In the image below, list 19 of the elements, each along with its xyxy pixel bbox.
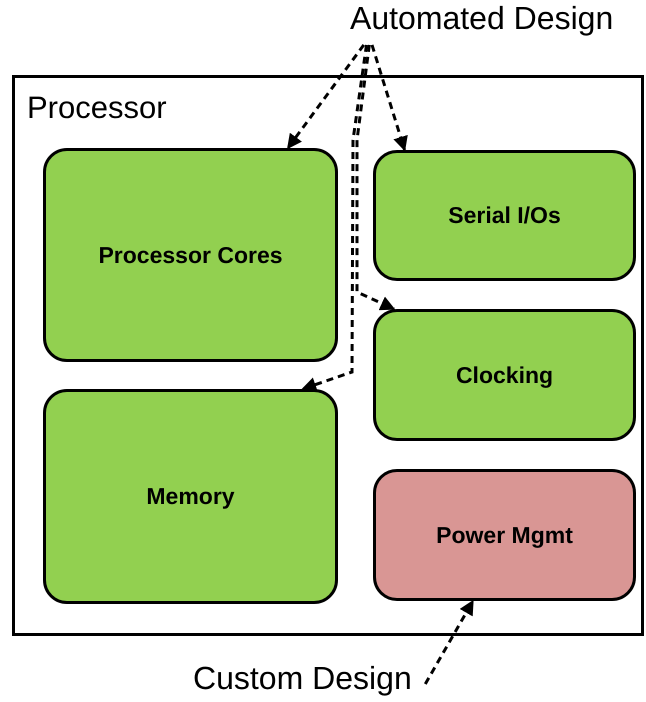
processor-frame: [12, 75, 644, 636]
dashed-arrow: [286, 44, 365, 150]
block-box: [43, 389, 338, 604]
annotation-text: Automated Design: [350, 0, 625, 44]
block-label: Serial I/Os: [448, 202, 561, 229]
dashed-arrow: [424, 600, 474, 685]
dashed-arrow: [301, 44, 368, 392]
dashed-arrow: [370, 44, 408, 152]
annotation-text: Custom Design: [193, 660, 423, 700]
dashed-arrow: [356, 44, 396, 310]
block-box: [43, 148, 338, 362]
block-label: Power Mgmt: [436, 522, 573, 548]
block-box: [373, 469, 636, 601]
block-box: [373, 309, 636, 441]
frame-title: Processor: [27, 90, 167, 126]
block-box: [373, 150, 636, 281]
block-label: Memory: [146, 483, 235, 510]
block-label: Clocking: [456, 362, 554, 388]
block-label: Processor Cores: [98, 242, 283, 268]
